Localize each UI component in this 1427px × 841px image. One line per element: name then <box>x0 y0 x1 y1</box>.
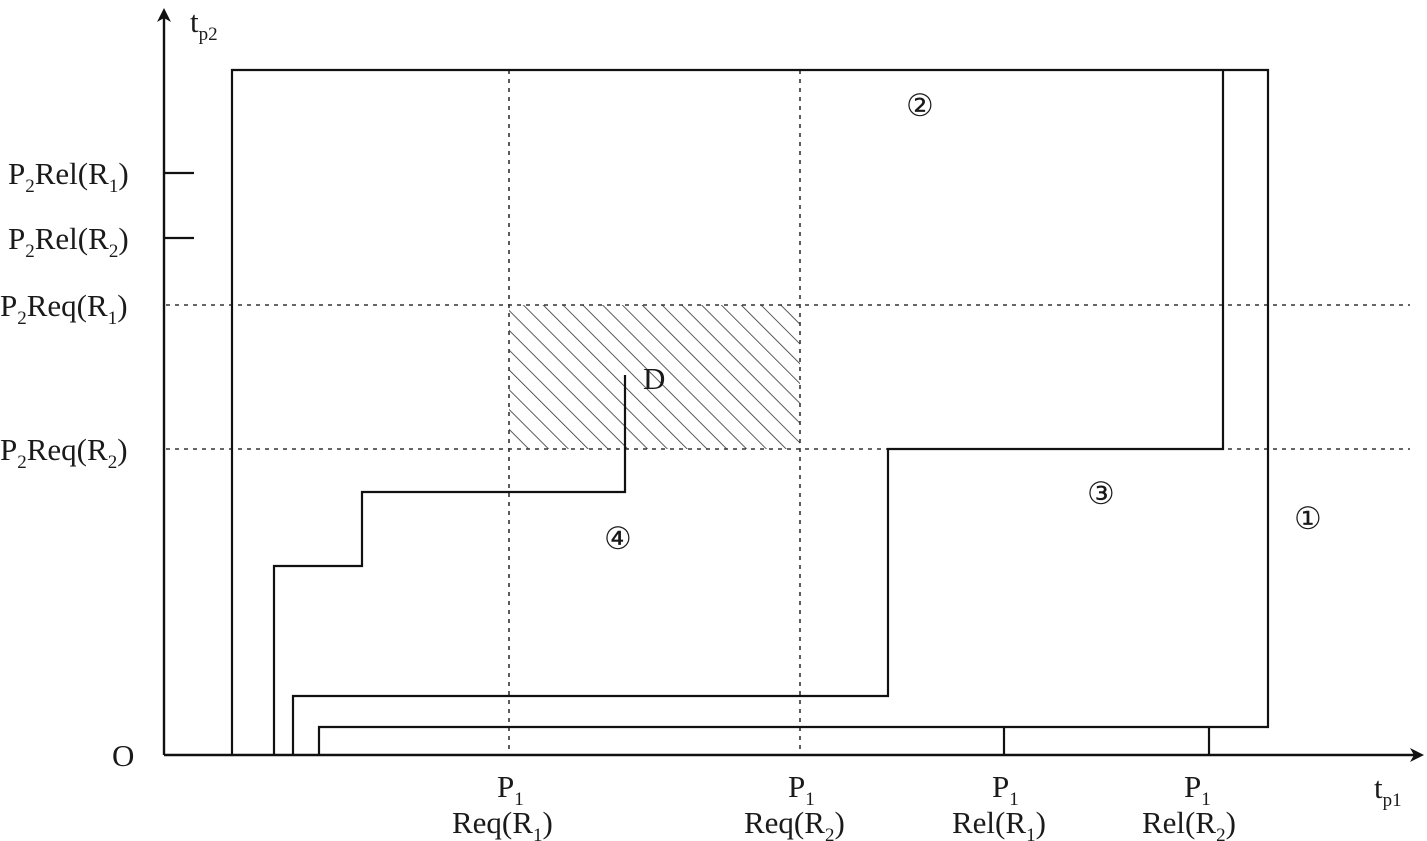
svg-text:P1: P1 <box>992 769 1019 810</box>
region-marker-2: ② <box>906 88 934 123</box>
svg-text:P1: P1 <box>497 769 524 810</box>
region-marker-4: ④ <box>604 521 632 556</box>
trajectory-1 <box>230 68 1270 755</box>
svg-text:Req(R1): Req(R1) <box>452 805 553 841</box>
svg-text:Req(R2): Req(R2) <box>744 805 845 841</box>
y-label-p2-rel-r2: P2Rel(R2) <box>8 221 129 262</box>
unsafe-region-hatch <box>509 305 800 449</box>
svg-text:Rel(R1): Rel(R1) <box>952 805 1046 841</box>
y-label-p2-req-r2: P2Req(R2) <box>0 432 128 473</box>
y-label-p2-rel-r1: P2Rel(R1) <box>8 156 129 197</box>
y-axis-label: tp2 <box>190 4 218 45</box>
svg-text:P1: P1 <box>788 769 815 810</box>
x-label-p1-req-r1: P1 Req(R1) <box>452 769 553 841</box>
trajectory-4 <box>272 375 627 755</box>
x-label-p1-rel-r2: P1 Rel(R2) <box>1142 769 1236 841</box>
axes <box>157 8 1424 762</box>
svg-text:Rel(R2): Rel(R2) <box>1142 805 1236 841</box>
x-label-p1-req-r2: P1 Req(R2) <box>744 769 845 841</box>
region-marker-1: ① <box>1294 501 1322 536</box>
origin-label: O <box>112 738 134 773</box>
y-label-p2-req-r1: P2Req(R1) <box>0 288 128 329</box>
trajectories <box>230 68 1270 755</box>
x-label-p1-rel-r1: P1 Rel(R1) <box>952 769 1046 841</box>
tick-marks <box>164 171 1211 755</box>
x-axis-label: tp1 <box>1374 770 1402 811</box>
region-marker-3: ③ <box>1087 476 1115 511</box>
trajectory-2 <box>291 70 1225 755</box>
deadlock-point-label: D <box>643 361 665 396</box>
svg-text:P1: P1 <box>1184 769 1211 810</box>
